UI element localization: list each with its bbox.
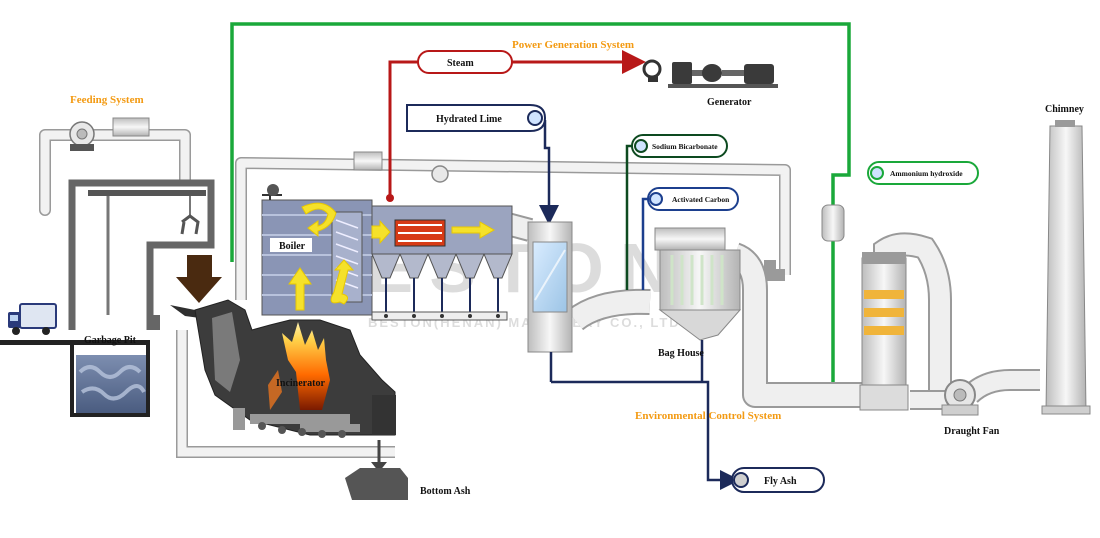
bag-house xyxy=(654,227,742,370)
draught-fan-icon xyxy=(941,379,979,416)
fly-ash-tag xyxy=(731,467,825,493)
fly-ash-tag-label: Fly Ash xyxy=(764,476,797,487)
crane-grab-icon xyxy=(88,190,206,315)
activated-carbon-tag-label: Activated Carbon xyxy=(672,195,730,204)
hydrated-lime-tag-label: Hydrated Lime xyxy=(436,114,502,125)
generator-icon xyxy=(642,59,778,88)
steam-tag xyxy=(417,50,513,74)
ammonium-tank xyxy=(821,204,845,242)
hydrated-lime-line xyxy=(539,120,559,225)
scrubber xyxy=(859,252,909,411)
steam-tag-label: Steam xyxy=(447,58,474,69)
incinerator xyxy=(194,299,396,438)
hydrated-lime-tag xyxy=(406,104,547,132)
sodium-bicarbonate-tag-label: Sodium Bicarbonate xyxy=(652,142,718,151)
sodium-bicarbonate-tag xyxy=(631,134,728,158)
environmental-control-label: Environmental Control System xyxy=(635,410,781,422)
ammonium-hydroxide-tag-label: Ammonium hydroxide xyxy=(890,169,963,178)
blower-fan-icon xyxy=(69,117,150,151)
boiler-label-box xyxy=(270,238,312,252)
ash-collection-line xyxy=(551,370,740,490)
chimney-label: Chimney xyxy=(1045,104,1084,115)
power-generation-label: Power Generation System xyxy=(512,39,634,51)
activated-carbon-tag xyxy=(647,187,739,211)
feeding-system-label: Feeding System xyxy=(70,94,144,106)
bottom-ash-label: Bottom Ash xyxy=(420,486,471,497)
feed-down-arrow xyxy=(176,255,222,303)
generator-label: Generator xyxy=(707,97,752,108)
chimney xyxy=(1041,120,1091,415)
ammonium-hydroxide-tag xyxy=(867,161,979,185)
steam-line xyxy=(388,50,646,195)
bag-house-label: Bag House xyxy=(658,348,704,359)
incinerator-label: Incinerator xyxy=(276,378,325,389)
boiler-label: Boiler xyxy=(279,241,306,252)
garbage-pit xyxy=(0,340,150,417)
pit-building xyxy=(68,179,215,330)
semi-dry-reactor xyxy=(527,221,573,382)
boiler xyxy=(261,151,513,321)
bottom-ash-hopper xyxy=(345,440,408,500)
draught-fan-label: Draught Fan xyxy=(944,426,1000,437)
garbage-pit-label: Garbage Pit xyxy=(84,335,137,346)
garbage-truck-icon xyxy=(8,303,57,335)
